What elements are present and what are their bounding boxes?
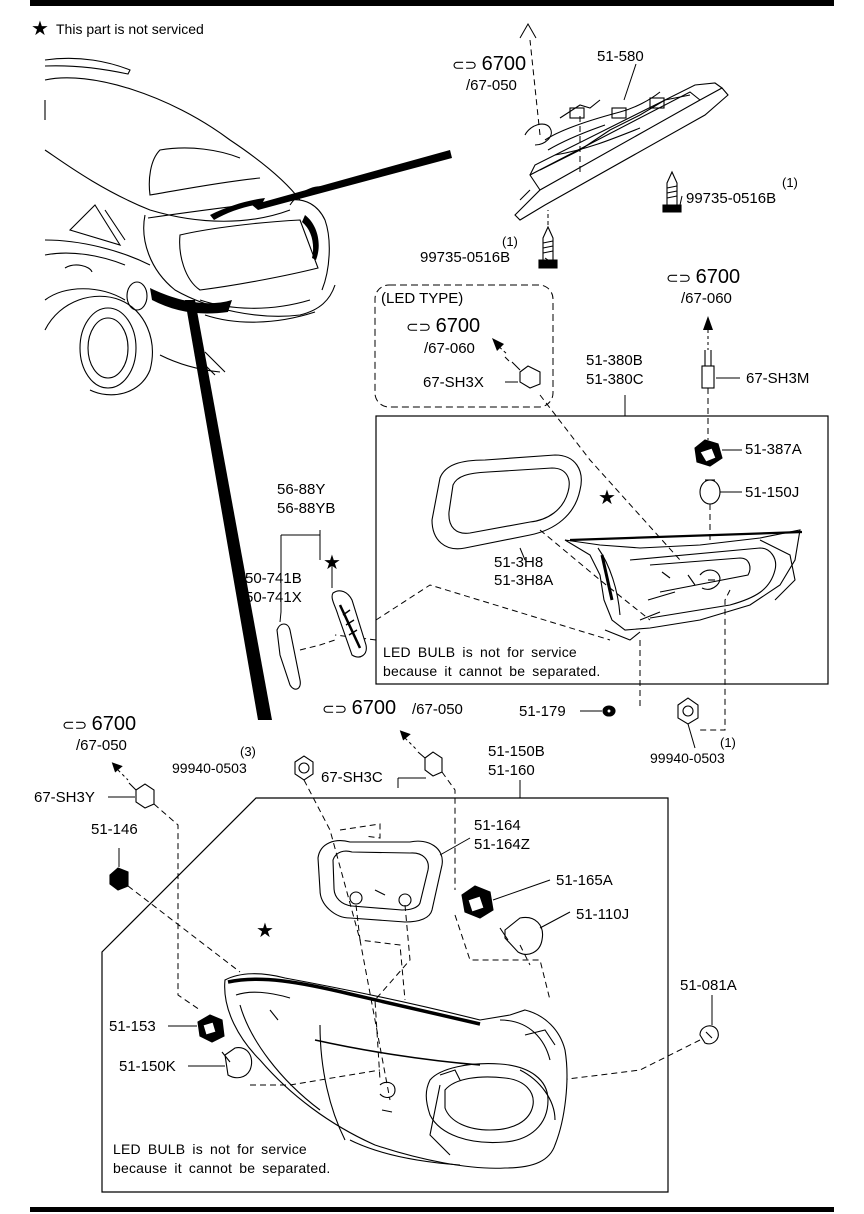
- part-51-150j[interactable]: 51-150J: [745, 484, 800, 501]
- top-rule: [30, 0, 834, 6]
- section-ref-right-sub: /67-060: [681, 290, 732, 307]
- part-51-380b[interactable]: 51-380B: [586, 352, 643, 369]
- side-tail-lamp: [564, 529, 803, 641]
- side-lamp-box: [375, 415, 829, 685]
- led-note-lower-2: because it cannot be separated.: [113, 1160, 331, 1176]
- book-icon: ⊂⊃: [322, 701, 348, 718]
- part-51-3h8a[interactable]: 51-3H8A: [494, 572, 554, 589]
- part-99735-right[interactable]: 99735-0516B: [686, 190, 777, 207]
- gasket-51-3h8: [431, 454, 582, 550]
- qty-99735-right: (1): [782, 175, 798, 190]
- section-ref-top-sub: /67-050: [466, 77, 517, 94]
- car-lamp-right: [302, 215, 319, 260]
- star-icon: ★: [598, 487, 616, 509]
- part-51-164z[interactable]: 51-164Z: [474, 836, 530, 853]
- part-51-3h8[interactable]: 51-3H8: [494, 554, 544, 571]
- led-note-side-2: because it cannot be separated.: [383, 663, 601, 679]
- bulb-51-110j: [499, 916, 544, 955]
- part-51-110j[interactable]: 51-110J: [576, 906, 630, 923]
- car-lamp-left: [150, 288, 232, 314]
- part-67-sh3c[interactable]: 67-SH3C: [321, 769, 383, 786]
- part-51-165a[interactable]: 51-165A: [556, 872, 613, 889]
- part-51-153[interactable]: 51-153: [109, 1018, 156, 1035]
- part-67-sh3x[interactable]: 67-SH3X: [423, 374, 484, 391]
- section-ref-led[interactable]: ⊂⊃ 6700: [406, 315, 481, 337]
- qty-99940-left: (3): [240, 744, 256, 759]
- clip-51-179: [602, 705, 616, 717]
- led-type-box: [374, 284, 554, 408]
- book-icon: ⊂⊃: [62, 717, 88, 734]
- book-icon: ⊂⊃: [406, 319, 432, 336]
- part-99940-right[interactable]: 99940-0503: [650, 750, 725, 766]
- leader-lower-lamp: [185, 300, 272, 720]
- part-67-sh3y[interactable]: 67-SH3Y: [34, 789, 95, 806]
- nut-99940-right: [677, 697, 699, 725]
- reflector-56-88y: [331, 590, 367, 658]
- star-icon: ★: [256, 920, 274, 942]
- led-note-lower-1: LED BULB is not for service: [113, 1141, 307, 1157]
- bulb-67-sh3m: [701, 350, 715, 389]
- lower-lamp-box: [101, 797, 669, 1193]
- rear-combination-lamp: [224, 973, 568, 1169]
- qty-99735-left: (1): [502, 234, 518, 249]
- part-50-741b[interactable]: 50-741B: [245, 570, 302, 587]
- bulb-67-sh3c: [417, 751, 443, 777]
- socket-51-387a: [694, 439, 723, 467]
- part-50-741x[interactable]: 50-741X: [245, 589, 302, 606]
- car-spoiler-bar: [210, 198, 265, 220]
- section-ref-mid[interactable]: ⊂⊃ 6700: [322, 697, 397, 719]
- high-mount-stop-lamp: [514, 82, 729, 221]
- section-ref-led-sub: /67-060: [424, 340, 475, 357]
- part-51-179[interactable]: 51-179: [519, 703, 566, 720]
- part-67-sh3m[interactable]: 67-SH3M: [746, 370, 810, 387]
- socket-51-165a: [461, 885, 494, 919]
- part-56-88yb[interactable]: 56-88YB: [277, 500, 336, 517]
- section-ref-top[interactable]: ⊂⊃ 6700: [452, 53, 527, 75]
- clip-51-146: [109, 867, 129, 891]
- book-icon: ⊂⊃: [666, 270, 692, 287]
- part-51-150k[interactable]: 51-150K: [119, 1058, 176, 1075]
- section-ref-left[interactable]: ⊂⊃ 6700: [62, 713, 137, 735]
- part-51-081a[interactable]: 51-081A: [680, 977, 737, 994]
- section-ref-mid-sub: /67-050: [412, 701, 463, 718]
- star-icon: ★: [323, 552, 341, 574]
- part-99940-left[interactable]: 99940-0503: [172, 760, 247, 776]
- part-51-146[interactable]: 51-146: [91, 821, 138, 838]
- led-type-label: (LED TYPE): [381, 290, 464, 307]
- clip-51-081a: [699, 1025, 719, 1045]
- section-ref-right[interactable]: ⊂⊃ 6700: [666, 266, 741, 288]
- part-51-160[interactable]: 51-160: [488, 762, 535, 779]
- not-serviced-note: This part is not serviced: [56, 21, 204, 37]
- leader-spoiler: [252, 150, 452, 210]
- section-ref-left-sub: /67-050: [76, 737, 127, 754]
- part-56-88y[interactable]: 56-88Y: [277, 481, 326, 498]
- led-note-side-1: LED BULB is not for service: [383, 644, 577, 660]
- screw-left: [538, 225, 558, 269]
- part-51-150b[interactable]: 51-150B: [488, 743, 545, 760]
- bottom-rule: [30, 1207, 834, 1212]
- bulb-51-150j: [699, 479, 721, 505]
- socket-51-153: [197, 1014, 225, 1043]
- screw-right: [662, 170, 682, 213]
- nut-99940-left: [294, 755, 314, 781]
- bulb-67-sh3x: [504, 356, 541, 389]
- bulb-67-sh3y: [128, 782, 155, 809]
- part-51-580[interactable]: 51-580: [597, 48, 644, 65]
- star-icon: ★: [31, 18, 49, 40]
- qty-99940-right: (1): [720, 735, 736, 750]
- part-51-164[interactable]: 51-164: [474, 817, 521, 834]
- bulb-51-150k: [221, 1047, 253, 1079]
- garnish-50-741: [276, 623, 301, 690]
- book-icon: ⊂⊃: [452, 57, 478, 74]
- part-51-387a[interactable]: 51-387A: [745, 441, 802, 458]
- vehicle-rear-view: [44, 57, 336, 396]
- part-99735-left[interactable]: 99735-0516B: [420, 249, 511, 266]
- part-51-380c[interactable]: 51-380C: [586, 371, 644, 388]
